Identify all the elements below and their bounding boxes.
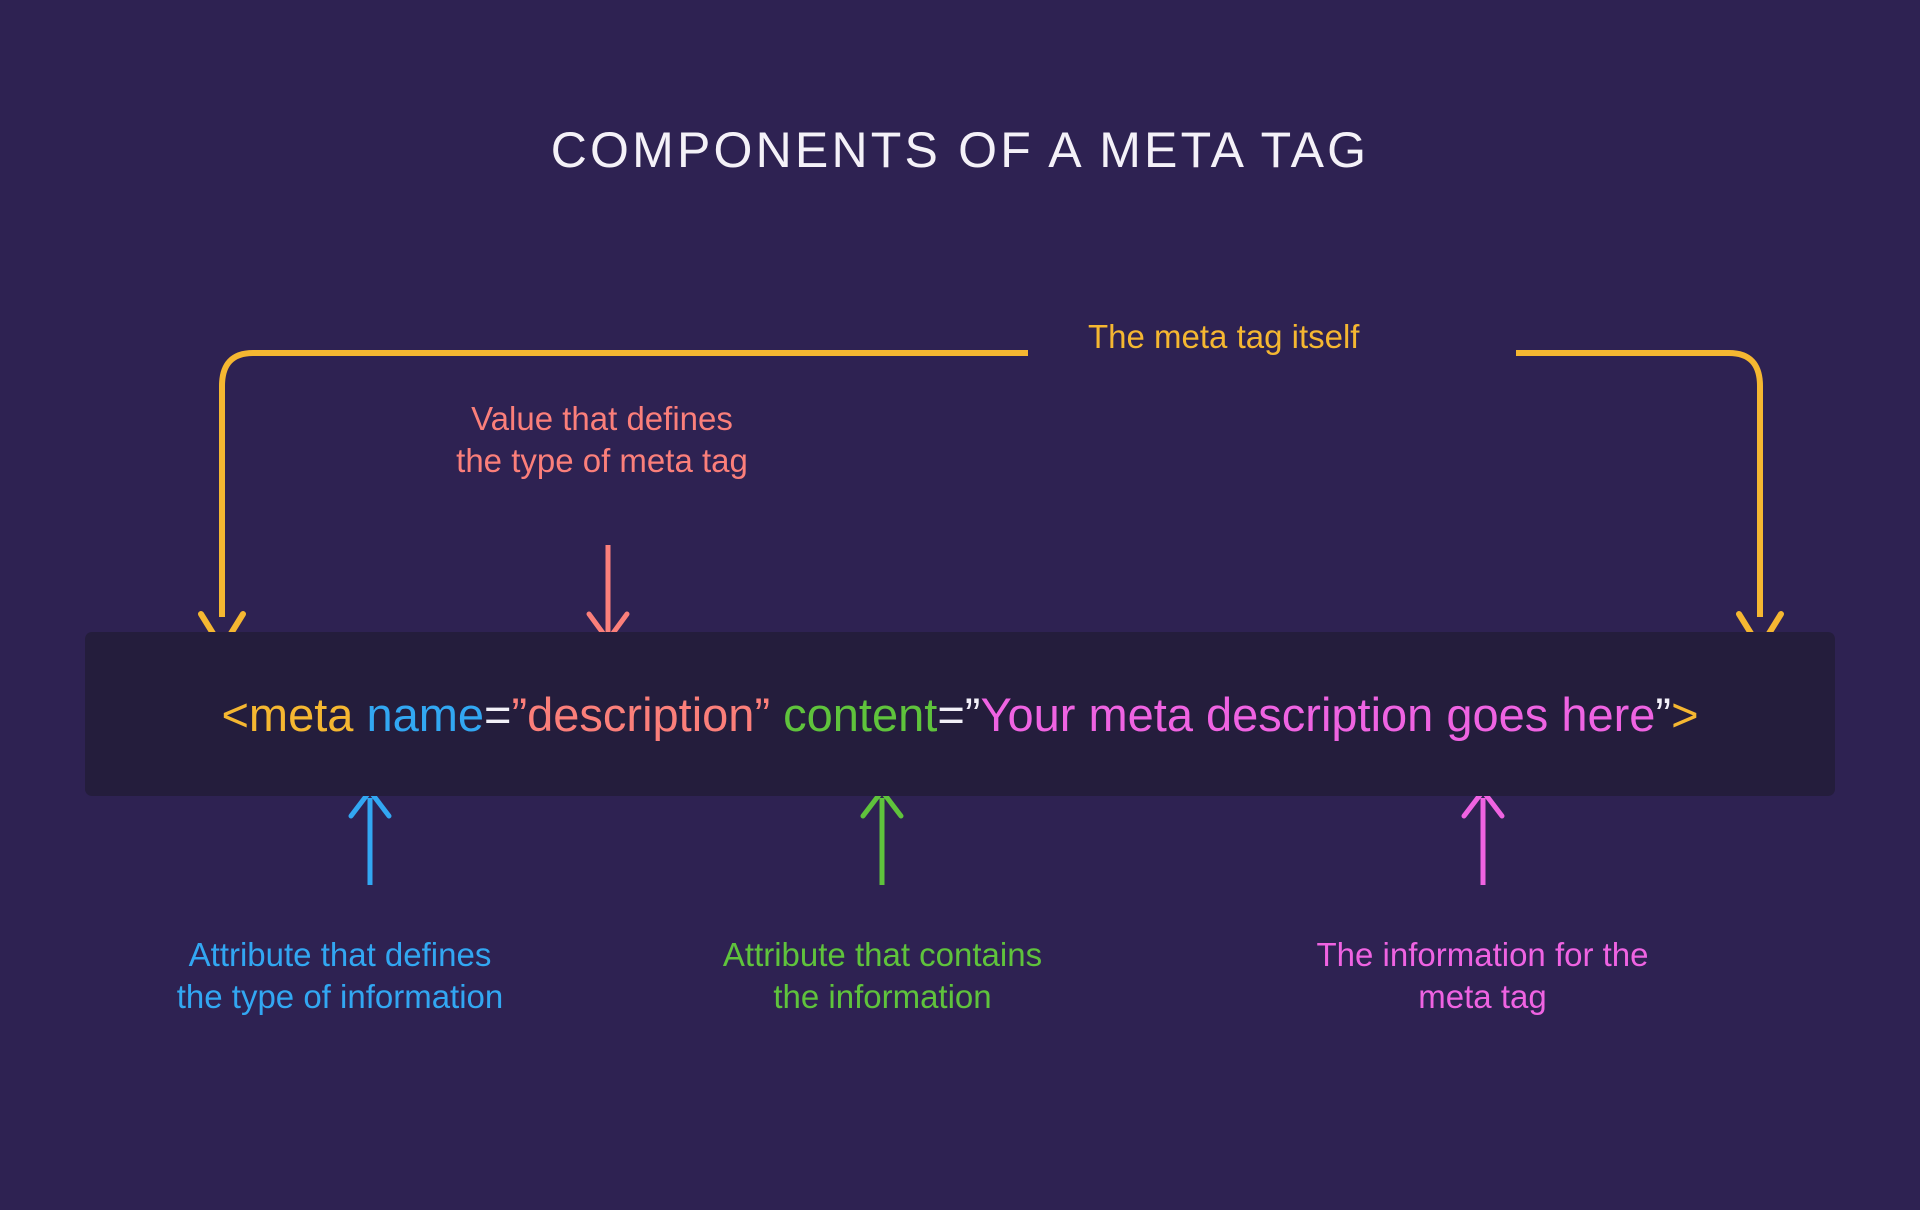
code-token-quote-open: ” [964, 687, 981, 741]
annotation-information-for-meta-tag: The information for the meta tag [1316, 936, 1649, 1016]
code-token-value-content: Your meta description goes here [980, 687, 1656, 741]
code-token-attr-content: content [783, 687, 938, 741]
attribute-type-arrow-up [348, 788, 392, 885]
code-token-equals-2: = [937, 687, 965, 741]
code-token-attr-name: name [366, 687, 485, 741]
code-line: <meta name = ”description” content = ” Y… [85, 632, 1835, 796]
code-block: <meta name = ”description” content = ” Y… [85, 632, 1835, 796]
code-token-space-1 [353, 687, 366, 742]
code-token-close-tag: > [1671, 687, 1699, 741]
code-token-quote-close: ” [1655, 687, 1672, 741]
information-arrow-up [1461, 788, 1505, 885]
code-token-space-2 [770, 687, 783, 742]
code-token-equals-1: = [484, 687, 512, 741]
attribute-contains-arrow-up [860, 788, 904, 885]
code-token-open-tag: <meta [221, 687, 354, 741]
meta-tag-bracket-right [1516, 350, 1784, 651]
annotation-meta-tag-itself: The meta tag itself [1088, 318, 1360, 355]
annotation-attribute-type: Attribute that defines the type of infor… [176, 936, 504, 1016]
code-token-value-name: ”description” [511, 687, 771, 741]
page-title: COMPONENTS OF A META TAG [550, 122, 1370, 178]
annotation-value-type: Value that defines the type of meta tag [456, 400, 748, 480]
value-type-arrow-down [586, 545, 630, 643]
annotation-attribute-contains: Attribute that contains the information [722, 936, 1043, 1016]
